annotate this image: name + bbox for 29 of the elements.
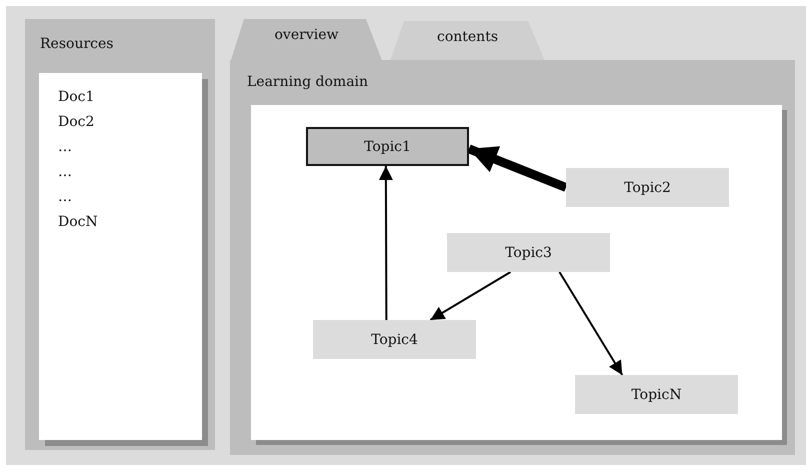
diagram-canvas: [251, 105, 782, 440]
topic-box: [575, 375, 738, 414]
arrow: [378, 166, 393, 320]
topic-box: [313, 320, 476, 359]
tab-label: overview: [274, 27, 340, 43]
arrow: [558, 271, 624, 376]
selected-topic-box: [306, 127, 469, 166]
tab-label: contents: [436, 29, 500, 45]
tab-panel: [230, 60, 795, 455]
list-item: …: [58, 189, 72, 205]
topic-label: Topic4: [371, 332, 418, 348]
list-item: Doc2: [58, 114, 94, 130]
sidebar-panel: [25, 19, 215, 450]
arrow: [430, 271, 512, 321]
topic-label: Topic3: [505, 244, 552, 260]
panel-title: Resources: [40, 36, 114, 52]
document-list: [39, 73, 202, 440]
topic-label: Topic2: [624, 180, 671, 196]
list-item: Doc1: [58, 89, 94, 105]
topic-label: Topic1: [364, 138, 411, 154]
list-item: DocN: [58, 214, 98, 230]
topic-label: TopicN: [631, 386, 682, 402]
topic-box: [566, 168, 729, 207]
list-item: …: [58, 164, 72, 180]
topic-box: [447, 233, 610, 272]
thick-arrow: [467, 144, 568, 192]
panel-title: Learning domain: [247, 74, 368, 90]
active-tab: [230, 19, 383, 63]
list-item: …: [58, 139, 72, 155]
